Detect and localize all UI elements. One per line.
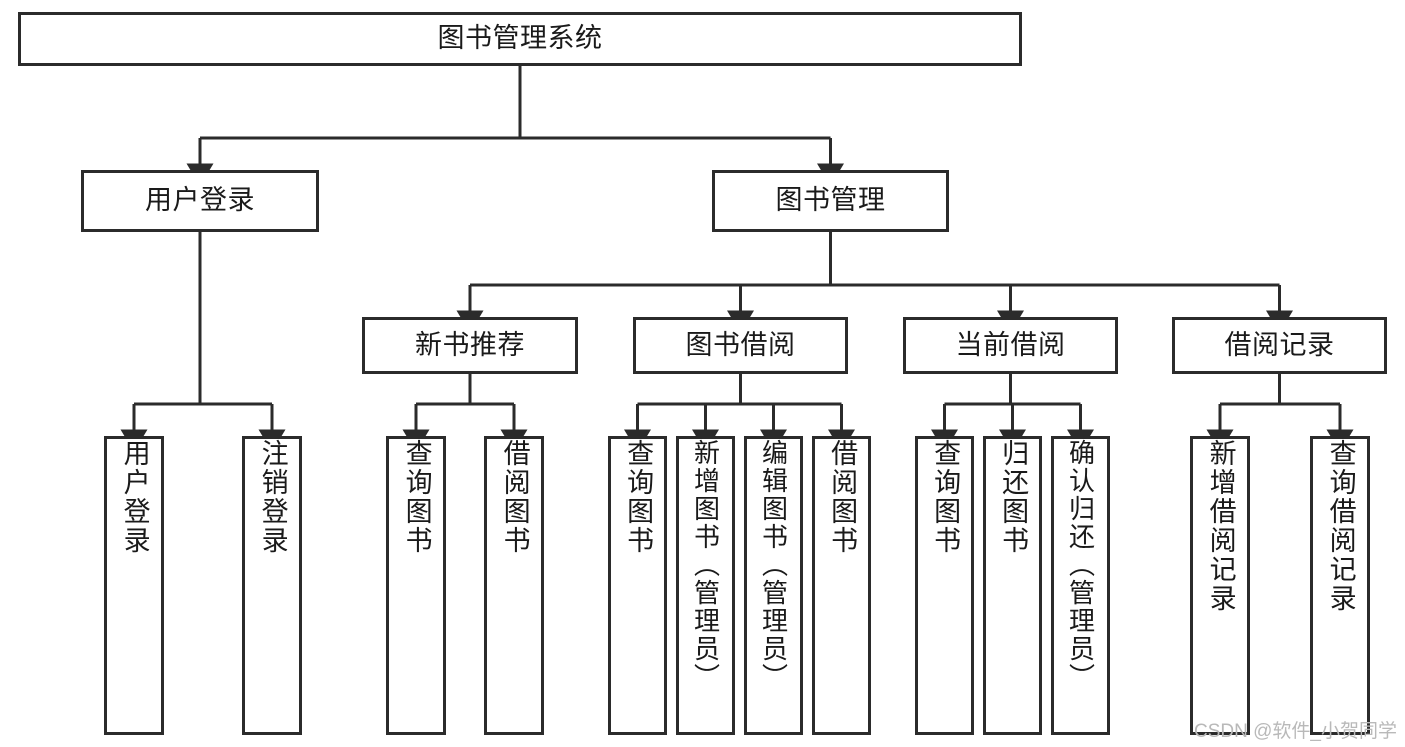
node-l2-book-mgmt[interactable]: 图书管理: [712, 170, 949, 232]
node-label: 借阅图书: [499, 439, 530, 555]
node-leaf-user-login[interactable]: 用户登录: [104, 436, 164, 735]
node-leaf-query-book-3[interactable]: 查询图书: [915, 436, 974, 735]
node-l3-current-borrow[interactable]: 当前借阅: [903, 317, 1118, 374]
node-leaf-edit-book[interactable]: 编辑图书（管理员）: [744, 436, 803, 735]
node-l3-book-borrow[interactable]: 图书借阅: [633, 317, 848, 374]
node-leaf-query-record[interactable]: 查询借阅记录: [1310, 436, 1370, 735]
node-leaf-confirm-return[interactable]: 确认归还（管理员）: [1051, 436, 1110, 735]
node-leaf-borrow-book-1[interactable]: 借阅图书: [484, 436, 544, 735]
node-leaf-logout[interactable]: 注销登录: [242, 436, 302, 735]
node-l2-user-login[interactable]: 用户登录: [81, 170, 319, 232]
csdn-watermark: CSDN @软件_小贺同学: [1194, 721, 1397, 742]
node-label: 编辑图书（管理员）: [758, 439, 789, 691]
node-label: 图书管理: [775, 185, 886, 216]
node-label: 新增借阅记录: [1205, 439, 1236, 613]
node-label: 确认归还（管理员）: [1065, 439, 1096, 691]
node-leaf-borrow-book-2[interactable]: 借阅图书: [812, 436, 871, 735]
node-label: 图书借阅: [685, 329, 796, 360]
node-leaf-return-book[interactable]: 归还图书: [983, 436, 1042, 735]
node-leaf-add-record[interactable]: 新增借阅记录: [1190, 436, 1250, 735]
node-leaf-query-book-2[interactable]: 查询图书: [608, 436, 667, 735]
node-leaf-add-book[interactable]: 新增图书（管理员）: [676, 436, 735, 735]
node-label: 查询图书: [401, 439, 432, 555]
node-label: 当前借阅: [955, 329, 1066, 360]
node-label: 查询借阅记录: [1325, 439, 1356, 613]
node-label: 用户登录: [145, 185, 255, 216]
node-l3-borrow-record[interactable]: 借阅记录: [1172, 317, 1387, 374]
node-label: 图书管理系统: [437, 23, 603, 54]
node-label: 注销登录: [257, 439, 288, 555]
node-label: 借阅记录: [1224, 329, 1335, 360]
node-label: 归还图书: [998, 439, 1029, 555]
node-l3-new-book-rec[interactable]: 新书推荐: [362, 317, 578, 374]
node-label: 用户登录: [119, 439, 150, 555]
node-root[interactable]: 图书管理系统: [18, 12, 1022, 66]
node-label: 新增图书（管理员）: [690, 439, 721, 691]
node-label: 查询图书: [623, 439, 654, 555]
node-label: 新书推荐: [415, 329, 525, 360]
node-label: 借阅图书: [827, 439, 858, 555]
node-leaf-query-book-1[interactable]: 查询图书: [386, 436, 446, 735]
node-label: 查询图书: [930, 439, 961, 555]
